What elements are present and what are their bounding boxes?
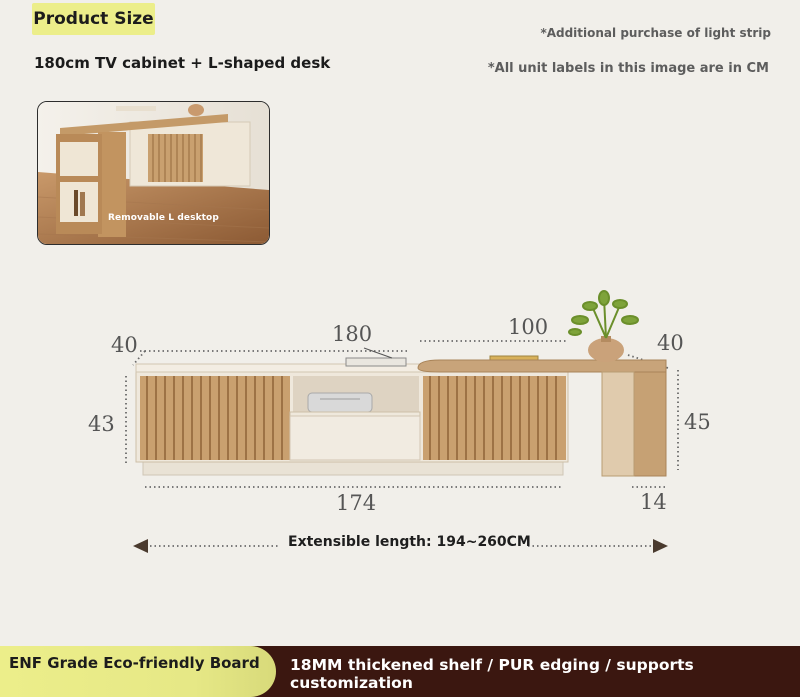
arrow-right-icon [653,539,668,553]
dim-left-height: 43 [88,412,115,436]
dim-bottom-length: 174 [336,491,377,515]
arrow-left-icon [133,539,148,553]
footer-features: 18MM thickened shelf / PUR edging / supp… [290,656,694,692]
light-strip-note: *Additional purchase of light strip [540,26,771,40]
dim-left-depth: 40 [111,333,138,357]
product-photo [37,101,270,245]
footer-bar: ENF Grade Eco-friendly Board 18MM thicke… [0,646,800,697]
dim-right-height: 45 [684,410,711,434]
product-size-title: Product Size [33,9,154,29]
footer-board-grade: ENF Grade Eco-friendly Board [9,654,260,672]
dim-top-length: 180 [332,322,373,346]
dim-right-depth: 40 [657,331,684,355]
extensible-length-label: Extensible length: 194~260CM [288,534,531,550]
dim-desk-width: 14 [640,490,667,514]
units-note: *All unit labels in this image are in CM [487,61,769,76]
dim-desk-length: 100 [508,315,549,339]
photo-caption: Removable L desktop [108,213,219,223]
product-size-badge: Product Size [32,3,155,35]
dimension-guides [125,340,679,547]
footer-badge: ENF Grade Eco-friendly Board [0,646,276,697]
product-subtitle: 180cm TV cabinet + L-shaped desk [34,54,331,72]
